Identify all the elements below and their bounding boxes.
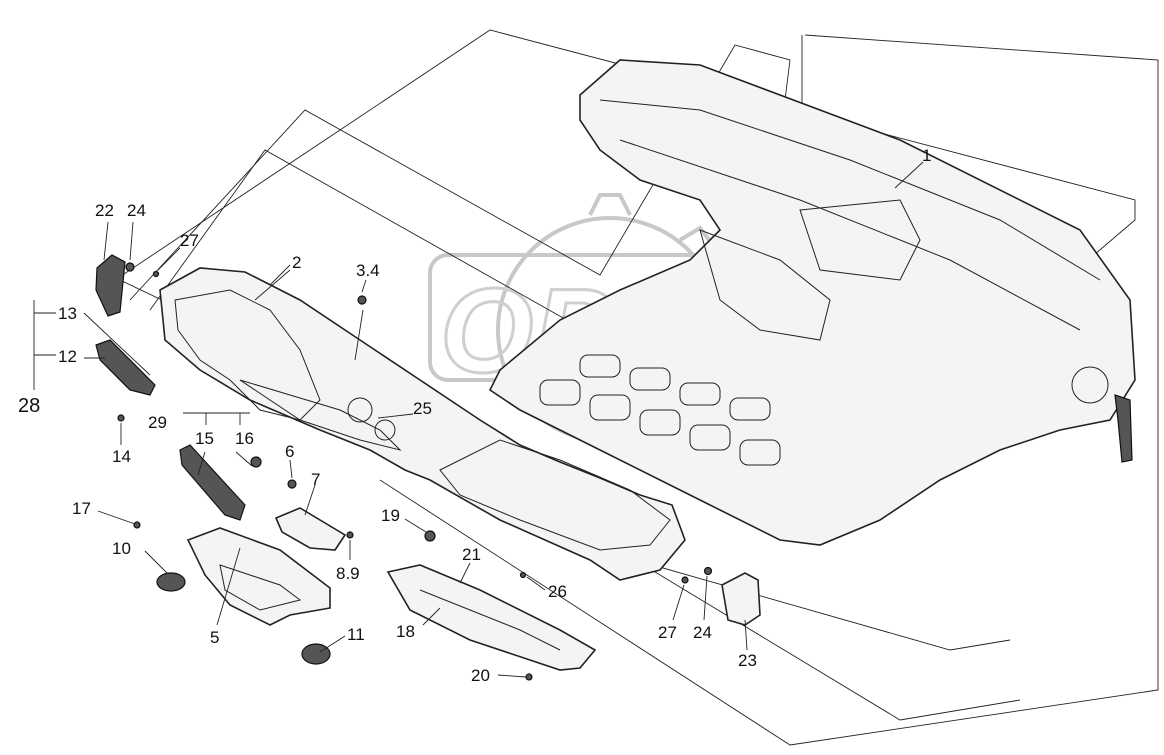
- callout-27-right: 27: [658, 623, 677, 642]
- part-screw-8-9: [346, 531, 354, 539]
- part-lower-trim-15: [179, 444, 246, 521]
- callout-3-4: 3.4: [356, 261, 380, 280]
- callout-8-9: 8.9: [336, 564, 360, 583]
- screw-8-9: [346, 531, 354, 539]
- clip-27-left: [152, 270, 160, 278]
- dashboard-body: [159, 267, 686, 581]
- part-box-7: [274, 507, 347, 551]
- part-clip-27-right: [681, 576, 689, 584]
- lower-trim-15: [179, 444, 246, 521]
- callout-6: 6: [285, 442, 294, 461]
- callout-14: 14: [112, 447, 131, 466]
- part-bracket-6: [287, 479, 297, 489]
- fastener-16: [250, 456, 262, 468]
- part-clip-27-left: [152, 270, 160, 278]
- screw-26: [519, 571, 527, 579]
- part-screw-17: [133, 521, 141, 529]
- callout-19: 19: [381, 506, 400, 525]
- floor-seat-well: [799, 199, 921, 281]
- callout-labels: 1 2 3.4 5 6 7 8.9 10 11 12 13 14 15 16 1…: [18, 146, 931, 685]
- callout-10: 10: [112, 539, 131, 558]
- part-dashboard-upper: [159, 267, 686, 581]
- callout-25: 25: [413, 399, 432, 418]
- bracket-22: [95, 254, 126, 317]
- screw-17: [133, 521, 141, 529]
- clip-24-left: [125, 262, 135, 272]
- knob-10: [156, 572, 186, 592]
- glovebox-18-edge: [419, 589, 561, 651]
- bracket-23: [721, 572, 761, 626]
- projection-lines: [99, 29, 1159, 746]
- side-trim-12: [95, 339, 156, 396]
- part-knob-11: [301, 643, 331, 665]
- screw-20: [525, 673, 533, 681]
- floor-tunnel: [699, 229, 831, 341]
- watermark-gear-teeth: [588, 193, 715, 264]
- part-knob-10: [156, 572, 186, 592]
- floor-panel-ribs: [599, 99, 1101, 331]
- clip-19: [424, 530, 436, 542]
- part-clip-24: [125, 262, 135, 272]
- part-glovebox-18: [386, 564, 597, 671]
- floor-bracket: [1114, 394, 1133, 463]
- console-5-face: [219, 564, 302, 611]
- callout-1: 1: [922, 146, 931, 165]
- callout-24-right: 24: [693, 623, 712, 642]
- dashboard-vent: [347, 397, 373, 423]
- floor-ribs-cells: [539, 354, 781, 466]
- callout-22: 22: [95, 201, 114, 220]
- screw-14: [117, 414, 125, 422]
- part-bracket-23: [721, 572, 761, 626]
- clip-24-right: [703, 566, 713, 576]
- part-screw-14: [117, 414, 125, 422]
- part-fastener-16: [250, 456, 262, 468]
- callout-26: 26: [548, 582, 567, 601]
- callout-17: 17: [72, 499, 91, 518]
- callout-11: 11: [347, 625, 365, 644]
- callout-13: 13: [58, 304, 77, 323]
- callout-12: 12: [58, 347, 77, 366]
- part-floor-panel: [488, 59, 1136, 546]
- callout-21: 21: [462, 545, 481, 564]
- part-screw-20: [525, 673, 533, 681]
- dashboard-glovebox-opening: [439, 439, 671, 551]
- floor-panel-body: [488, 59, 1136, 546]
- part-left-bracket-22: [95, 254, 126, 317]
- part-clip-19: [424, 530, 436, 542]
- callout-27-left: 27: [180, 231, 199, 250]
- callout-16: 16: [235, 429, 254, 448]
- bracket-6: [287, 479, 297, 489]
- callout-29: 29: [148, 413, 167, 432]
- console-5: [186, 527, 331, 626]
- callout-28: 28: [18, 395, 40, 417]
- part-side-trim-12: [95, 339, 156, 396]
- dashboard-vent-2: [374, 419, 396, 441]
- callout-20: 20: [471, 666, 490, 685]
- part-screw-26: [519, 571, 527, 579]
- part-screw-3-4: [357, 295, 367, 305]
- callout-23: 23: [738, 651, 757, 670]
- floor-wheelhouse: [1071, 366, 1109, 404]
- leader-lines: [33, 161, 924, 678]
- screw-3-4: [357, 295, 367, 305]
- box-7: [274, 507, 347, 551]
- callout-7: 7: [311, 470, 320, 489]
- callout-2: 2: [292, 253, 301, 272]
- callout-5: 5: [210, 628, 219, 647]
- clip-27-right: [681, 576, 689, 584]
- knob-11: [301, 643, 331, 665]
- part-clip-24-right: [703, 566, 713, 576]
- callout-24-left: 24: [127, 201, 146, 220]
- dashboard-center-panel: [239, 379, 402, 451]
- callout-18: 18: [396, 622, 415, 641]
- part-console-5: [186, 527, 331, 626]
- callout-15: 15: [195, 429, 214, 448]
- glovebox-18: [386, 564, 597, 671]
